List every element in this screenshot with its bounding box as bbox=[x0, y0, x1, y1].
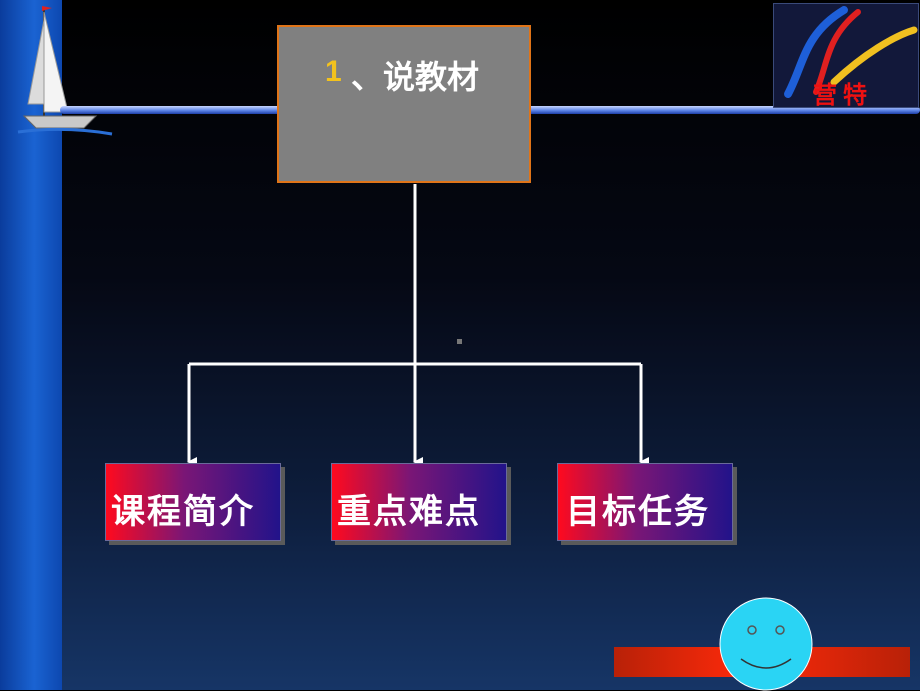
smiley-face-icon bbox=[719, 597, 813, 691]
subtopic-box-zhongdian[interactable] bbox=[331, 463, 507, 541]
sailboat-icon bbox=[17, 6, 113, 136]
subtopic-label-kecheng: 课程简介 bbox=[111, 492, 255, 532]
main-topic-box bbox=[277, 25, 531, 183]
subtopic-box-mubiao[interactable] bbox=[557, 463, 733, 541]
subtopic-label-mubiao: 目标任务 bbox=[566, 492, 710, 532]
left-blue-sidebar bbox=[0, 0, 62, 690]
subtopic-box-kecheng[interactable] bbox=[105, 463, 281, 541]
logo-text: 营特 bbox=[813, 80, 873, 109]
swoosh-logo-icon bbox=[784, 6, 918, 98]
topic-title: 、说教材 bbox=[351, 58, 480, 96]
brand-logo bbox=[773, 3, 919, 108]
subtopic-label-zhongdian: 重点难点 bbox=[337, 492, 481, 532]
stray-dot bbox=[457, 339, 462, 344]
topic-number: 1 bbox=[325, 55, 342, 88]
